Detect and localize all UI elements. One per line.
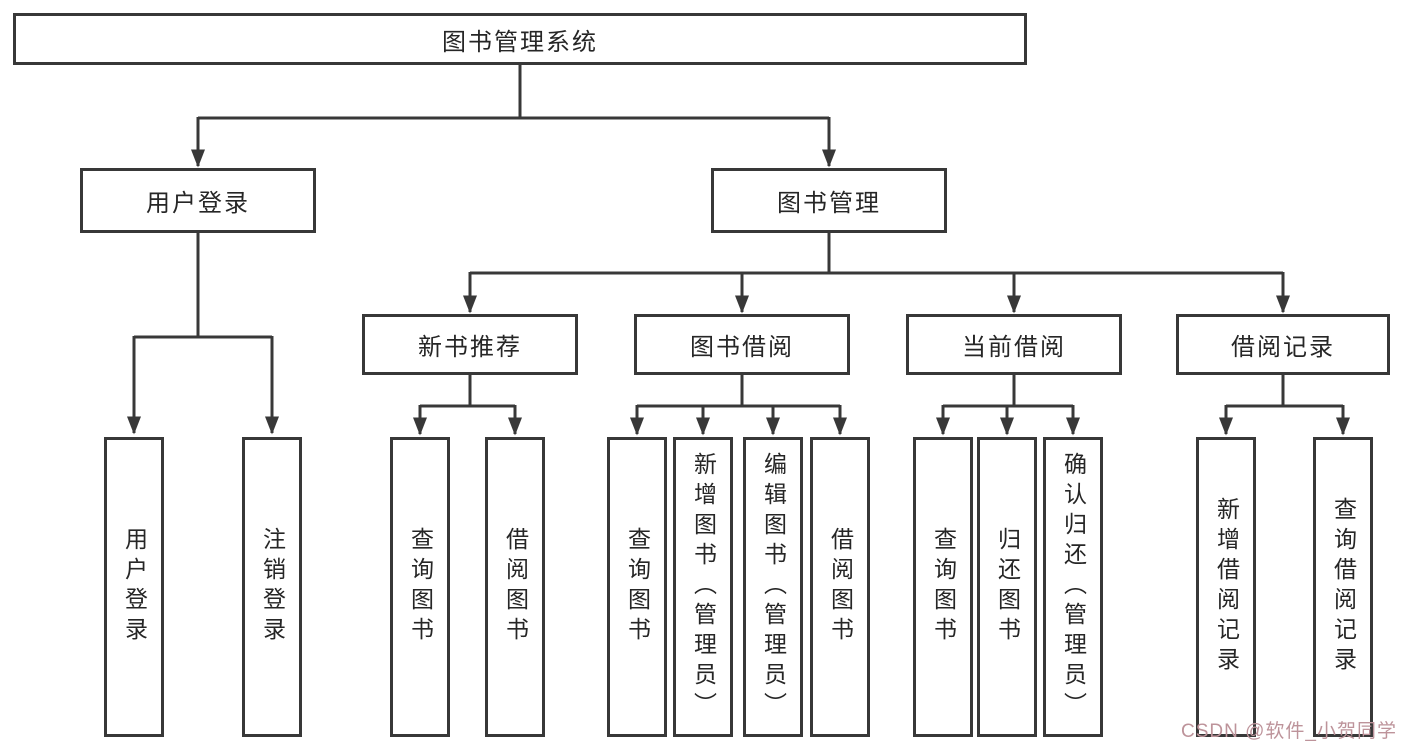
connector-new-book-recommend-to-leaves (413, 375, 522, 436)
leaf-query-books-current: 查询图书 (913, 437, 973, 737)
node-book-management: 图书管理 (711, 168, 947, 233)
csdn-watermark: CSDN @软件_小贺同学 (1181, 721, 1397, 742)
node-library-management-system: 图书管理系统 (13, 13, 1027, 65)
node-user-login: 用户登录 (80, 168, 316, 233)
node-borrowing-records: 借阅记录 (1176, 314, 1390, 375)
leaf-borrow-books-recommend: 借阅图书 (485, 437, 545, 737)
leaf-logout-login: 注销登录 (242, 437, 302, 737)
connector-book-management-to-level3 (463, 233, 1290, 314)
leaf-return-books: 归还图书 (977, 437, 1037, 737)
leaf-borrow-books-borrowing: 借阅图书 (810, 437, 870, 737)
leaf-query-borrow-record: 查询借阅记录 (1313, 437, 1373, 737)
node-current-borrowing: 当前借阅 (906, 314, 1122, 375)
leaf-add-borrow-record: 新增借阅记录 (1196, 437, 1256, 737)
leaf-user-login: 用户登录 (104, 437, 164, 737)
leaf-confirm-return-admin: 确认归还（管理员） (1043, 437, 1103, 737)
connector-user-login-to-leaves (127, 233, 279, 435)
connector-root-to-level2 (191, 65, 836, 168)
connector-borrowing-records-to-leaves (1219, 375, 1350, 436)
node-book-borrowing: 图书借阅 (634, 314, 850, 375)
leaf-edit-books-admin: 编辑图书（管理员） (743, 437, 803, 737)
connector-book-borrowing-to-leaves (630, 375, 847, 436)
leaf-query-books-borrowing: 查询图书 (607, 437, 667, 737)
leaf-add-books-admin: 新增图书（管理员） (673, 437, 733, 737)
connector-current-borrowing-to-leaves (936, 375, 1080, 436)
leaf-query-books-recommend: 查询图书 (390, 437, 450, 737)
node-new-book-recommend: 新书推荐 (362, 314, 578, 375)
